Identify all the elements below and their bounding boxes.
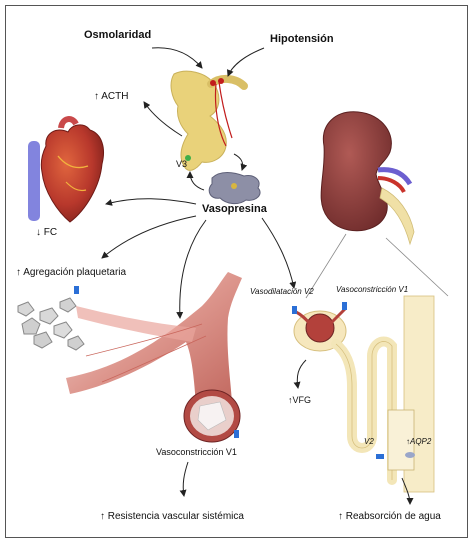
kidney-icon bbox=[321, 112, 414, 244]
label-reabsorcion-agua: ↑ Reabsorción de agua bbox=[338, 512, 441, 522]
renal-tubule-icon bbox=[336, 296, 434, 492]
diagram-frame: Osmolaridad Hipotensión ↑ ACTH V3 Vasopr… bbox=[5, 5, 468, 538]
blood-vessel-illustration bbox=[66, 272, 242, 442]
vasopressin-molecule-icon bbox=[209, 173, 260, 204]
label-vfg: ↑VFG bbox=[288, 396, 311, 405]
label-hipotension: Hipotensión bbox=[270, 34, 334, 45]
label-v3: V3 bbox=[176, 160, 187, 169]
label-aqp2: ↑AQP2 bbox=[406, 438, 431, 446]
platelet-cluster-icon bbox=[18, 286, 84, 350]
label-v2: V2 bbox=[364, 438, 374, 446]
label-vasopresina: Vasopresina bbox=[202, 204, 267, 215]
label-vasoconstriccion-v1-renal: Vasoconstricción V1 bbox=[336, 286, 408, 294]
label-osmolaridad: Osmolaridad bbox=[84, 30, 151, 41]
label-agregacion-plaquetaria: ↑ Agregación plaquetaria bbox=[16, 268, 126, 278]
label-acth: ↑ ACTH bbox=[94, 92, 128, 102]
label-vasodilatacion-v2: Vasodilatación V2 bbox=[250, 288, 314, 296]
label-fc: ↓ FC bbox=[36, 228, 57, 238]
pituitary-gland-icon bbox=[171, 71, 244, 170]
label-vasoconstriccion-v1: Vasoconstricción V1 bbox=[156, 448, 237, 457]
label-resistencia-vascular: ↑ Resistencia vascular sistémica bbox=[100, 512, 244, 522]
heart-icon bbox=[28, 119, 104, 222]
